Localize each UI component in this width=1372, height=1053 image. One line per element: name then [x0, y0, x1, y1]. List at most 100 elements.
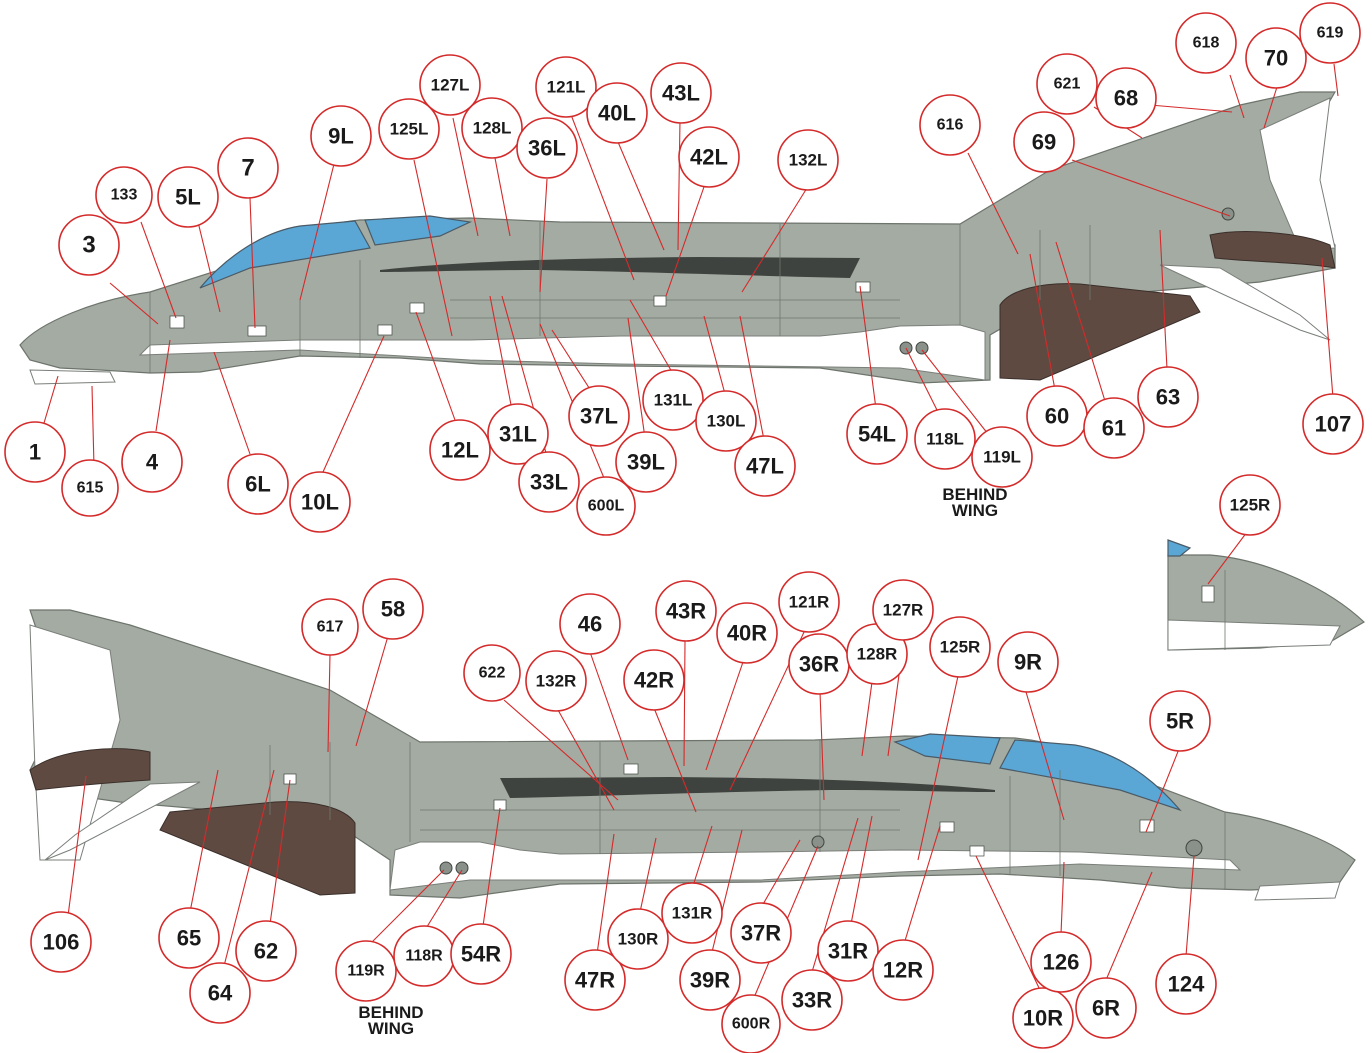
- svg-text:43R: 43R: [666, 599, 706, 624]
- svg-text:5L: 5L: [175, 185, 201, 210]
- svg-text:43L: 43L: [662, 81, 700, 106]
- callout-125R-inset: 125R: [1219, 474, 1281, 536]
- callout-5R: 5R: [1149, 690, 1211, 752]
- callout-62: 62: [235, 920, 297, 982]
- svg-text:131R: 131R: [672, 904, 713, 923]
- callout-132L: 132L: [777, 129, 839, 191]
- callout-33R: 33R: [781, 969, 843, 1031]
- svg-text:118R: 118R: [405, 948, 443, 965]
- svg-text:39L: 39L: [627, 450, 665, 475]
- svg-text:62: 62: [254, 939, 278, 964]
- callout-128R: 128R: [846, 623, 908, 685]
- callout-118L: 118L: [914, 408, 976, 470]
- callout-40L: 40L: [586, 82, 648, 144]
- callout-131L: 131L: [642, 369, 704, 431]
- svg-text:130L: 130L: [707, 412, 746, 431]
- callout-131R: 131R: [661, 882, 723, 944]
- svg-text:119R: 119R: [347, 963, 385, 980]
- callout-37L: 37L: [568, 385, 630, 447]
- callout-130R: 130R: [607, 908, 669, 970]
- callout-119R: 119R: [335, 940, 397, 1002]
- callout-10R: 10R: [1012, 987, 1074, 1049]
- callout-107: 107: [1302, 393, 1364, 455]
- callout-60: 60: [1026, 385, 1088, 447]
- svg-text:WING: WING: [952, 501, 998, 520]
- callout-621: 621: [1036, 53, 1098, 115]
- svg-text:130R: 130R: [618, 930, 659, 949]
- svg-text:3: 3: [82, 232, 95, 259]
- svg-text:126: 126: [1043, 950, 1080, 975]
- callout-1: 1: [4, 421, 66, 483]
- callout-63: 63: [1137, 366, 1199, 428]
- callout-617: 617: [301, 598, 359, 656]
- svg-text:31L: 31L: [499, 422, 537, 447]
- svg-text:600R: 600R: [732, 1016, 771, 1033]
- svg-text:118L: 118L: [926, 430, 964, 449]
- callout-12R: 12R: [872, 939, 934, 1001]
- callout-69: 69: [1013, 111, 1075, 173]
- behind-wing-note-bottom: BEHIND WING: [358, 1003, 423, 1038]
- callout-33L: 33L: [518, 451, 580, 513]
- callout-39R: 39R: [679, 949, 741, 1011]
- svg-text:37L: 37L: [580, 404, 618, 429]
- callout-124: 124: [1155, 953, 1217, 1015]
- callout-58: 58: [362, 578, 424, 640]
- svg-text:125R: 125R: [1230, 496, 1271, 515]
- callout-121R: 121R: [778, 571, 840, 633]
- svg-text:621: 621: [1054, 76, 1081, 93]
- svg-text:6L: 6L: [245, 472, 271, 497]
- svg-text:125R: 125R: [940, 638, 981, 657]
- callout-36L: 36L: [516, 117, 578, 179]
- svg-text:127L: 127L: [431, 76, 470, 95]
- svg-text:9L: 9L: [328, 124, 354, 149]
- callout-622: 622: [463, 644, 521, 702]
- callout-7: 7: [217, 137, 279, 199]
- svg-text:9R: 9R: [1014, 650, 1042, 675]
- callout-46: 46: [559, 593, 621, 655]
- callout-130L: 130L: [695, 390, 757, 452]
- callout-39L: 39L: [615, 431, 677, 493]
- svg-text:31R: 31R: [828, 939, 868, 964]
- svg-text:WING: WING: [368, 1019, 414, 1038]
- callout-106: 106: [30, 911, 92, 973]
- svg-text:40L: 40L: [598, 101, 636, 126]
- svg-text:46: 46: [578, 612, 602, 637]
- svg-text:124: 124: [1168, 972, 1205, 997]
- svg-text:622: 622: [479, 665, 506, 682]
- svg-text:133: 133: [111, 187, 138, 204]
- svg-text:68: 68: [1114, 86, 1138, 111]
- svg-text:132L: 132L: [789, 151, 828, 170]
- callout-133: 133: [95, 166, 153, 224]
- callout-127R: 127R: [872, 579, 934, 641]
- svg-text:36R: 36R: [799, 652, 839, 677]
- callout-616: 616: [919, 94, 981, 156]
- callouts-inset: 125R: [1219, 474, 1281, 536]
- callout-43L: 43L: [650, 62, 712, 124]
- svg-text:12L: 12L: [441, 438, 479, 463]
- svg-text:40R: 40R: [727, 621, 767, 646]
- svg-text:125L: 125L: [390, 120, 429, 139]
- callout-126: 126: [1030, 931, 1092, 993]
- svg-text:128L: 128L: [473, 119, 512, 138]
- svg-text:BEHIND: BEHIND: [358, 1003, 423, 1022]
- svg-text:47L: 47L: [746, 454, 784, 479]
- callout-61: 61: [1083, 397, 1145, 459]
- callout-10L: 10L: [289, 471, 351, 533]
- svg-text:42R: 42R: [634, 668, 674, 693]
- svg-text:128R: 128R: [857, 645, 898, 664]
- svg-text:60: 60: [1045, 404, 1069, 429]
- svg-text:106: 106: [43, 930, 80, 955]
- callout-64: 64: [189, 962, 251, 1024]
- svg-text:619: 619: [1317, 25, 1344, 42]
- svg-text:132R: 132R: [536, 672, 577, 691]
- svg-text:4: 4: [146, 450, 159, 475]
- callout-40R: 40R: [716, 602, 778, 664]
- callout-121L: 121L: [535, 56, 597, 118]
- svg-text:33R: 33R: [792, 988, 832, 1013]
- callout-43R: 43R: [655, 580, 717, 642]
- callout-68: 68: [1095, 67, 1157, 129]
- svg-text:10L: 10L: [301, 490, 339, 515]
- svg-text:119L: 119L: [983, 448, 1021, 467]
- svg-text:107: 107: [1315, 412, 1352, 437]
